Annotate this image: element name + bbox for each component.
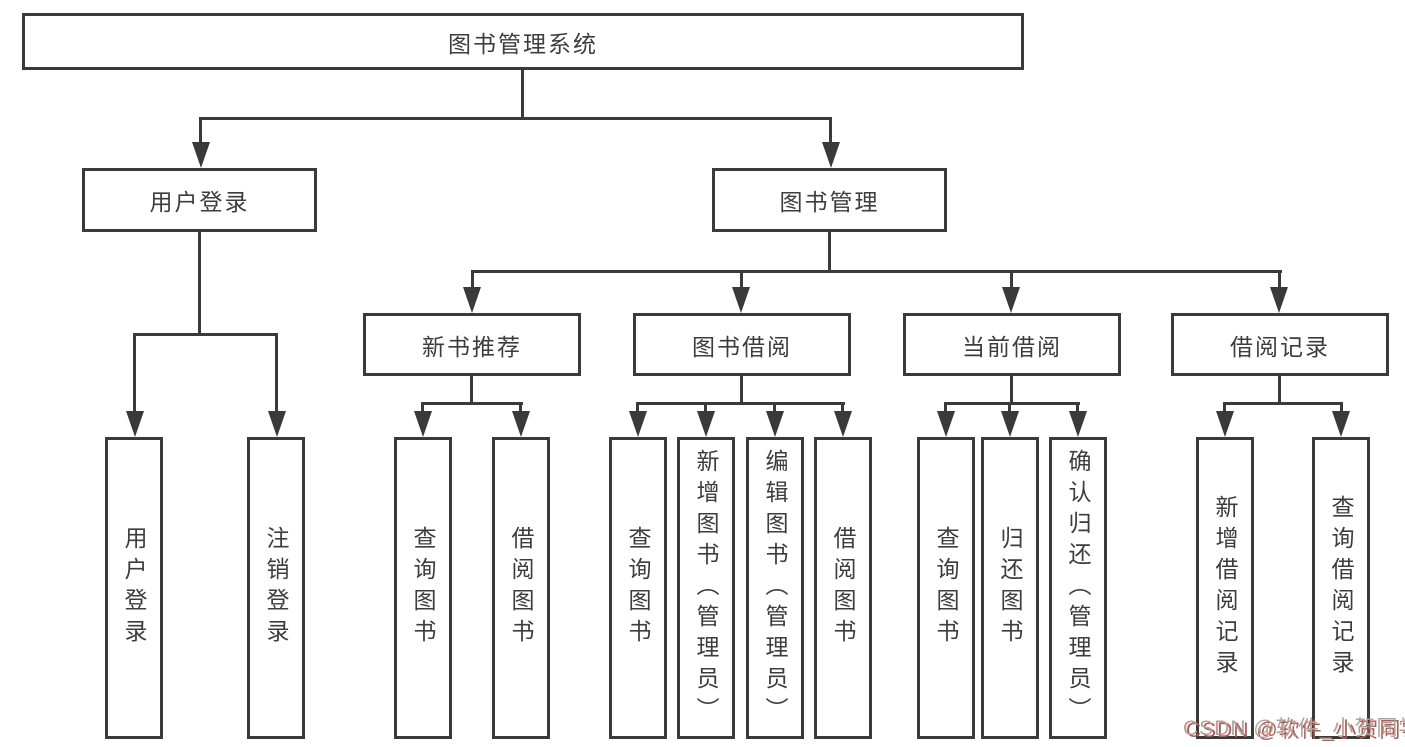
leaf-cb-return-book: 归还图书 [981,437,1039,739]
arrowhead-icon [697,411,715,437]
connector-leaf-stub [1340,402,1343,412]
arrowhead-icon [268,411,286,437]
connector-new-book-hline [421,402,523,405]
leaf-br-add-record: 新增借阅记录 [1196,437,1254,739]
leaf-user-login: 用户登录 [105,437,163,739]
connector-borrow-record-hline [1223,402,1343,405]
connector-to-borrow-record [1278,270,1281,290]
arrowhead-icon [1332,411,1350,437]
connector-leaf-stub [1076,402,1079,412]
connector-book-borrow-stub [740,375,743,404]
connector-leaf-stub [773,402,776,412]
arrowhead-icon [1002,287,1020,313]
leaf-nb-query-book: 查询图书 [394,437,452,739]
connector-borrow-record-stub [1278,375,1281,404]
connector-new-book-stub [470,375,473,404]
connector-leaf-stub [1008,402,1011,412]
node-borrow-record: 借阅记录 [1171,313,1389,376]
node-root: 图书管理系统 [22,13,1024,70]
node-book-management: 图书管理 [712,168,947,232]
leaf-bb-query-book: 查询图书 [609,437,667,739]
arrowhead-icon [822,142,840,168]
connector-leaf-stub [944,402,947,412]
arrowhead-icon [463,287,481,313]
leaf-bb-add-book-admin: 新增图书（管理员） [677,437,735,739]
connector-to-current-borrow [1010,270,1013,290]
connector-leaf-stub [421,402,424,412]
arrowhead-icon [732,287,750,313]
leaf-bb-edit-book-admin: 编辑图书（管理员） [746,437,804,739]
arrowhead-icon [1216,411,1234,437]
connector-leaf-stub [636,402,639,412]
node-book-borrow: 图书借阅 [633,313,851,376]
leaf-nb-borrow-book: 借阅图书 [492,437,550,739]
connector-user-login-stub [198,231,201,335]
connector-leaf-stub [519,402,522,412]
node-new-book-recommend: 新书推荐 [363,313,581,376]
connector-to-logout-leaf [275,333,278,415]
leaf-bb-borrow-book: 借阅图书 [814,437,872,739]
connector-leaf-stub [704,402,707,412]
connector-leaf-stub [1223,402,1226,412]
connector-book-management-stub [828,231,831,273]
connector-to-user-login [199,117,202,144]
connector-current-borrow-stub [1010,375,1013,404]
connector-to-book-borrow [740,270,743,290]
arrowhead-icon [766,411,784,437]
leaf-br-query-record: 查询借阅记录 [1312,437,1370,739]
connector-book-management-hline [471,270,1282,273]
connector-root-hline [199,117,832,120]
arrowhead-icon [629,411,647,437]
connector-leaf-stub [841,402,844,412]
connector-to-new-book [471,270,474,290]
arrowhead-icon [126,411,144,437]
arrowhead-icon [834,411,852,437]
node-user-login: 用户登录 [82,168,317,232]
arrowhead-icon [1270,287,1288,313]
connector-root-stub [521,70,524,119]
arrowhead-icon [1069,411,1087,437]
arrowhead-icon [192,142,210,168]
arrowhead-icon [937,411,955,437]
connector-to-book-management [829,117,832,144]
connector-to-login-leaf [133,333,136,415]
connector-book-borrow-hline [636,402,845,405]
leaf-logout: 注销登录 [247,437,305,739]
leaf-cb-confirm-return-admin: 确认归还（管理员） [1049,437,1107,739]
connector-user-login-hline [133,333,278,336]
arrowhead-icon [414,411,432,437]
arrowhead-icon [512,411,530,437]
watermark: CSDN @软件_小贺同学 [1183,717,1405,740]
node-current-borrow: 当前借阅 [903,313,1121,376]
leaf-cb-query-book: 查询图书 [917,437,975,739]
connector-current-borrow-hline [944,402,1080,405]
arrowhead-icon [1001,411,1019,437]
